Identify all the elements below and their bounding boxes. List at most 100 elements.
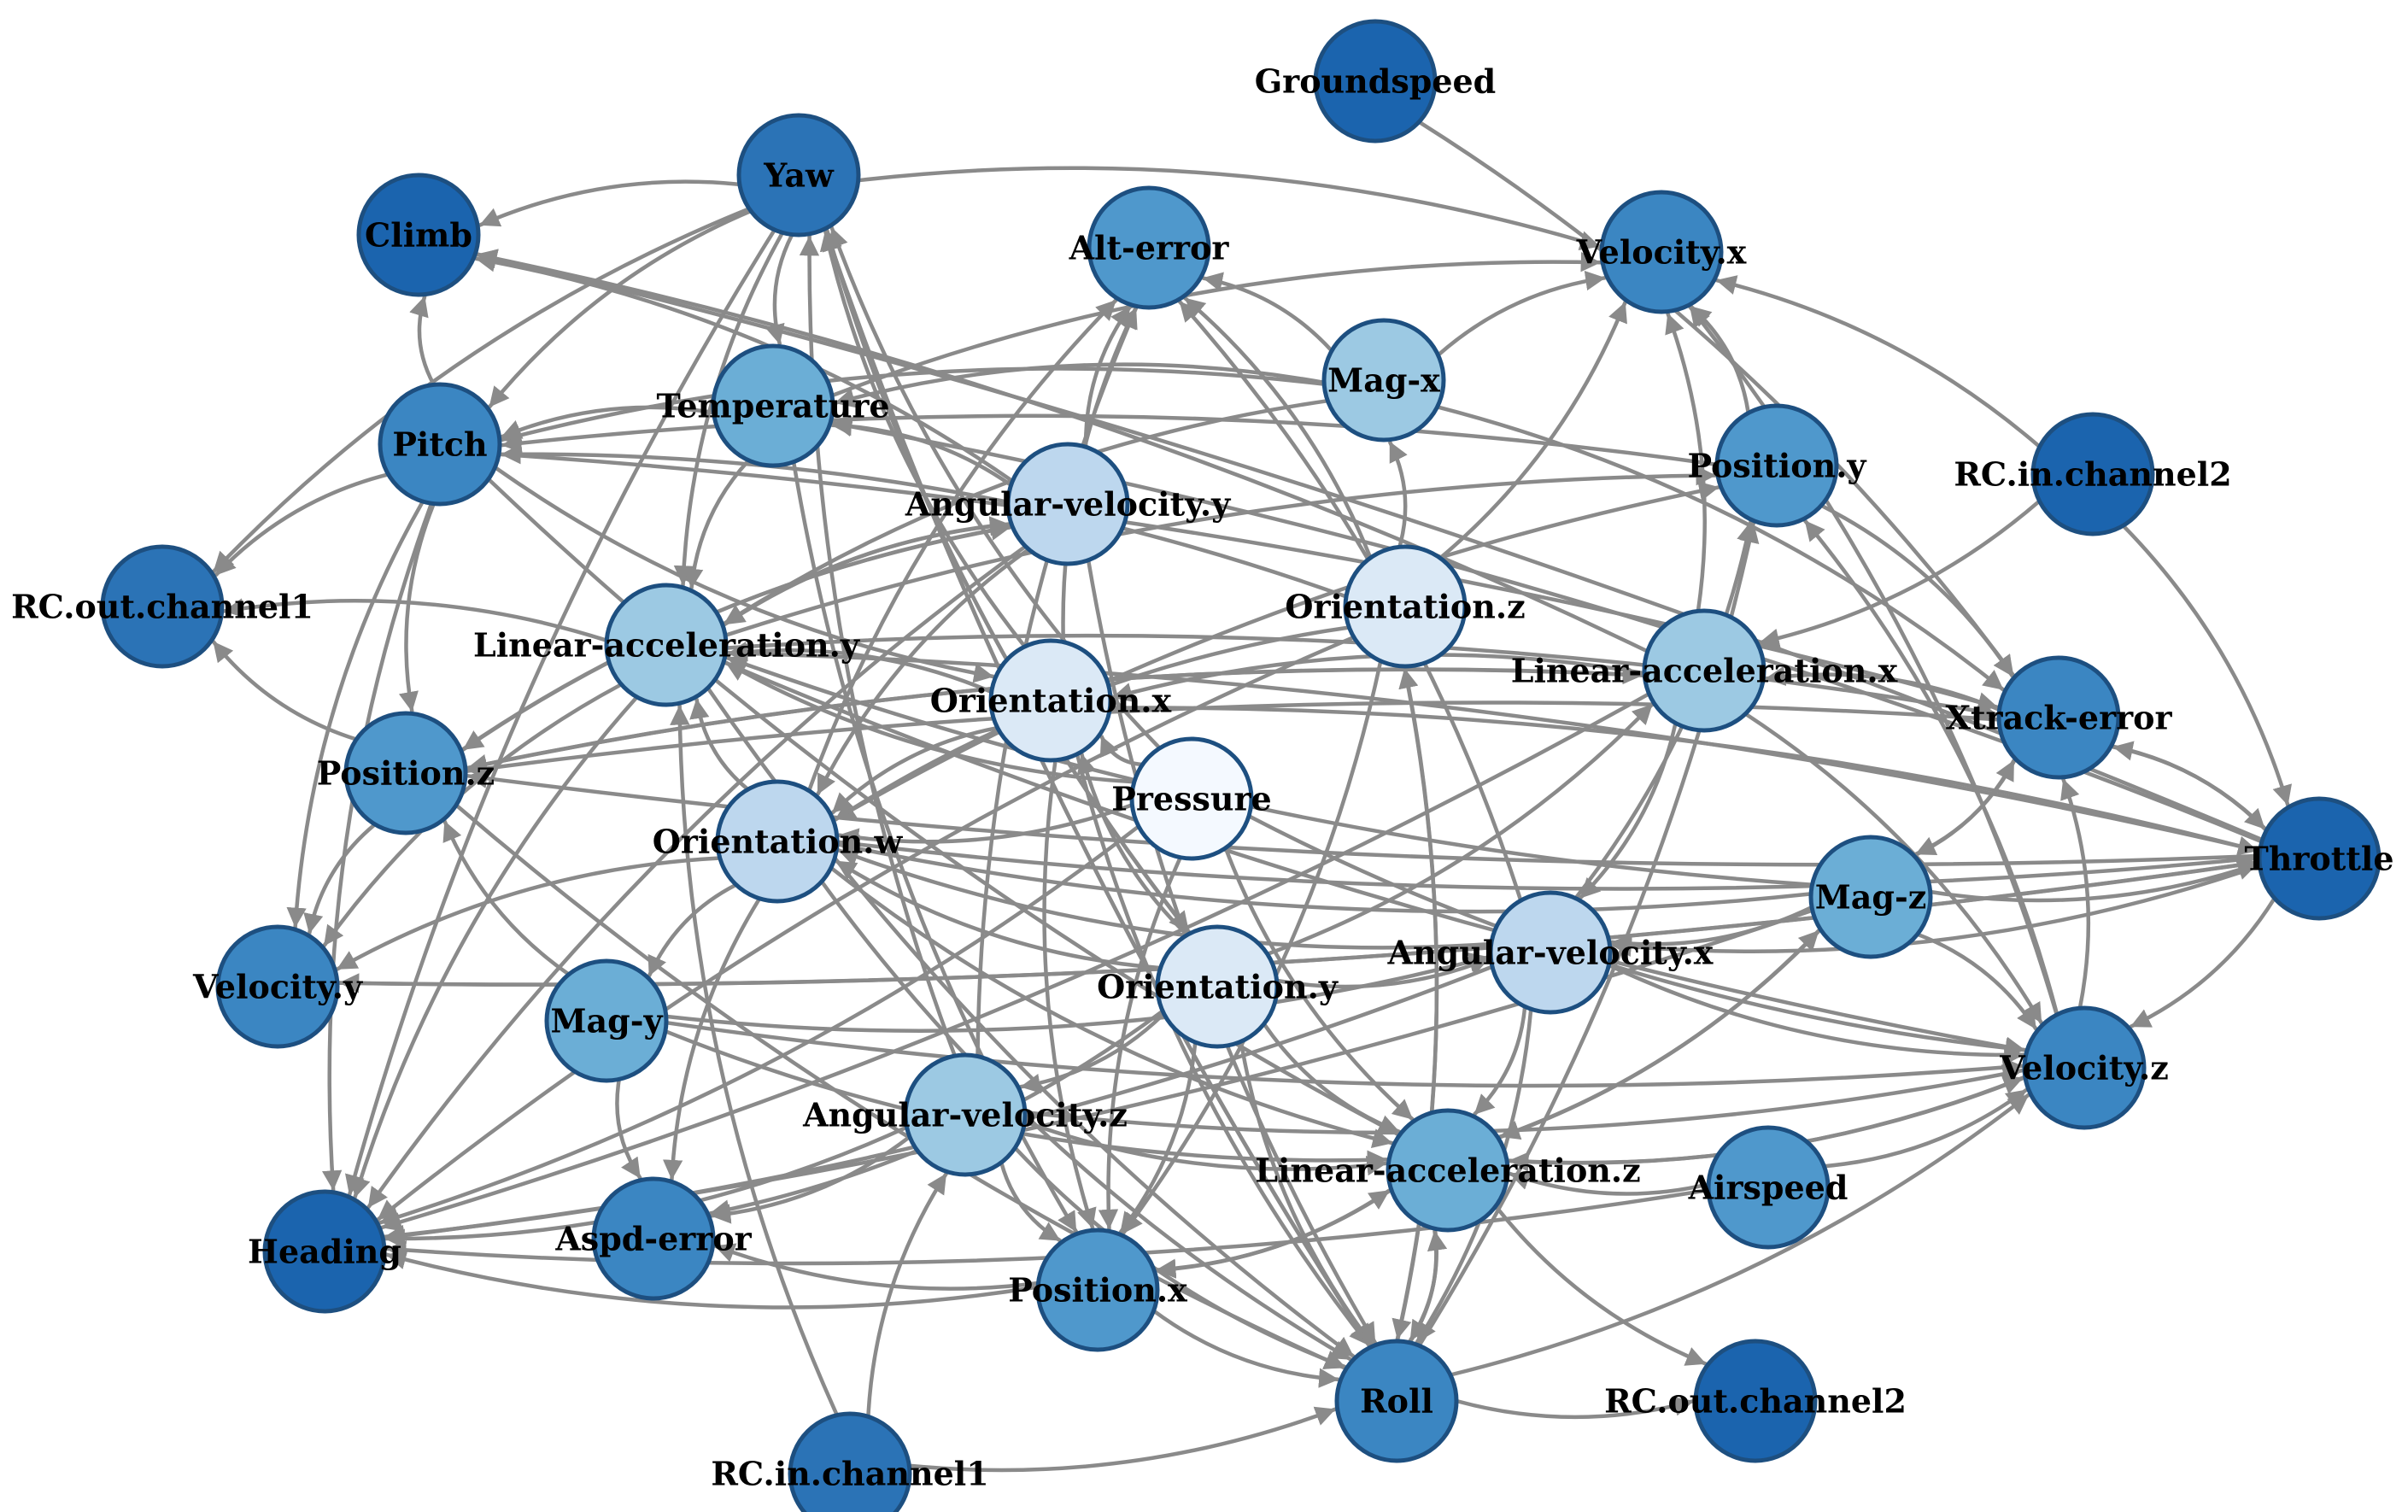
node-label-angular-velocity-x: Angular-velocity.x: [1387, 934, 1714, 972]
edge-pitch-to-climb: [409, 295, 436, 386]
node-circle-rc-out-channel1: [100, 544, 225, 669]
edge-linear-acceleration-y-to-heading: [351, 695, 639, 1198]
edge-rc-in-channel2-to-velocity-x: [1715, 275, 2042, 448]
node-position-x: Position.x: [1008, 1228, 1187, 1352]
node-label-groundspeed: Groundspeed: [1255, 62, 1497, 101]
node-label-orientation-z: Orientation.z: [1285, 588, 1525, 626]
edge-orientation-w-to-roll: [820, 880, 1352, 1362]
node-angular-velocity-y: Angular-velocity.y: [905, 442, 1231, 566]
node-pressure: Pressure: [1111, 736, 1272, 861]
edge-orientation-y-to-yaw: [823, 229, 1192, 935]
node-label-velocity-x: Velocity.x: [1576, 233, 1747, 272]
node-aspd-error: Aspd-error: [554, 1176, 753, 1301]
edge-temperature-to-pitch: [500, 405, 714, 439]
node-orientation-w: Orientation.w: [653, 779, 904, 904]
edge-angular-velocity-y-to-climb: [475, 252, 1014, 483]
edge-linear-acceleration-z-to-position-x: [1155, 1187, 1393, 1279]
edge-rc-in-channel1-to-roll: [909, 1406, 1337, 1473]
node-position-z: Position.z: [317, 711, 495, 835]
node-circle-velocity-z: [2022, 1005, 2147, 1130]
edge-orientation-z-to-pitch: [500, 443, 1347, 599]
node-circle-mag-z: [1808, 835, 1933, 959]
node-label-climb: Climb: [365, 216, 472, 255]
node-circle-position-z: [343, 711, 468, 835]
edge-orientation-w-to-linear-acceleration-y: [689, 698, 750, 791]
node-label-position-z: Position.z: [317, 754, 495, 793]
node-velocity-x: Velocity.x: [1576, 190, 1747, 314]
node-groundspeed: Groundspeed: [1255, 19, 1497, 144]
edge-pitch-to-rc-out-channel1: [214, 472, 390, 577]
edge-orientation-z-to-mag-x: [1387, 440, 1408, 548]
edge-mag-y-to-aspd-error: [615, 1079, 642, 1180]
edge-throttle-to-xtrack-error: [2112, 741, 2269, 832]
edge-mag-z-to-throttle: [1930, 860, 2259, 903]
node-label-rc-in-channel1: RC.in.channel1: [711, 1455, 988, 1493]
node-angular-velocity-x: Angular-velocity.x: [1387, 890, 1714, 1015]
node-circle-climb: [356, 173, 481, 297]
node-position-y: Position.y: [1688, 403, 1866, 528]
node-label-angular-velocity-z: Angular-velocity.z: [802, 1096, 1128, 1134]
node-circle-orientation-z: [1343, 544, 1468, 669]
edge-yaw-to-heading: [344, 228, 776, 1196]
edge-position-x-to-linear-acceleration-z: [1154, 1188, 1391, 1273]
node-circle-position-y: [1714, 403, 1839, 528]
node-heading: Heading: [248, 1189, 401, 1314]
edge-mag-x-to-velocity-x: [1437, 270, 1606, 357]
node-yaw: Yaw: [736, 113, 861, 237]
edge-rc-in-channel2-to-linear-acceleration-x: [1758, 499, 2041, 648]
node-label-velocity-z: Velocity.z: [1999, 1049, 2169, 1087]
edge-throttle-to-linear-acceleration-y: [727, 643, 2261, 853]
node-label-angular-velocity-y: Angular-velocity.y: [905, 485, 1231, 524]
node-velocity-y: Velocity.y: [192, 924, 363, 1049]
node-temperature: Temperature: [656, 343, 890, 468]
node-label-orientation-w: Orientation.w: [653, 823, 904, 861]
node-circle-orientation-w: [715, 779, 840, 904]
edge-position-z-to-velocity-y: [303, 823, 377, 935]
node-circle-velocity-x: [1599, 190, 1724, 314]
edge-mag-z-to-orientation-w: [838, 839, 1812, 914]
edge-pressure-to-orientation-w: [838, 803, 1134, 848]
node-circle-orientation-x: [988, 638, 1113, 763]
edge-orientation-w-to-linear-acceleration-z: [829, 866, 1393, 1148]
node-label-alt-error: Alt-error: [1069, 229, 1230, 267]
edge-pitch-to-position-z: [398, 502, 436, 712]
node-label-orientation-y: Orientation.y: [1097, 968, 1339, 1006]
edge-orientation-w-to-aspd-error: [662, 897, 762, 1181]
edge-throttle-to-orientation-w: [838, 834, 2260, 891]
node-mag-z: Mag-z: [1808, 835, 1933, 959]
edge-airspeed-to-linear-acceleration-z: [1509, 1170, 1709, 1196]
node-orientation-x: Orientation.x: [930, 638, 1172, 763]
node-circle-angular-velocity-x: [1488, 890, 1613, 1015]
node-linear-acceleration-y: Linear-acceleration.y: [473, 583, 860, 707]
node-rc-in-channel2: RC.in.channel2: [1954, 412, 2232, 536]
edge-linear-acceleration-y-to-velocity-z: [723, 659, 2026, 1057]
edge-roll-to-rc-out-channel2: [1456, 1396, 1695, 1420]
edge-velocity-z-to-velocity-x: [1688, 305, 2059, 1016]
node-circle-alt-error: [1087, 185, 1211, 310]
edge-angular-velocity-x-to-linear-acceleration-z: [1473, 1006, 1527, 1116]
edge-angular-velocity-y-to-linear-acceleration-y: [723, 521, 1012, 627]
edge-angular-velocity-z-to-position-x: [999, 1162, 1062, 1243]
node-circle-temperature: [711, 343, 835, 468]
edge-orientation-z-to-velocity-x: [1438, 301, 1627, 560]
edge-position-x-to-aspd-error: [713, 1243, 1039, 1291]
node-velocity-z: Velocity.z: [1999, 1005, 2169, 1130]
edge-pitch-to-heading: [321, 502, 434, 1191]
node-circle-pressure: [1129, 736, 1254, 861]
node-label-rc-out-channel2: RC.out.channel2: [1604, 1382, 1907, 1421]
edge-angular-velocity-x-to-orientation-w: [837, 847, 1491, 950]
edge-xtrack-error-to-linear-acceleration-x: [1765, 665, 2001, 712]
node-circle-linear-acceleration-z: [1386, 1108, 1510, 1233]
edge-roll-to-linear-acceleration-z: [1408, 1229, 1448, 1344]
node-label-roll: Roll: [1360, 1382, 1433, 1421]
edge-orientation-x-to-linear-acceleration-y: [727, 642, 993, 694]
node-mag-x: Mag-x: [1321, 318, 1446, 442]
edge-position-x-to-heading: [385, 1250, 1039, 1310]
edge-mag-x-to-alt-error: [1202, 272, 1333, 353]
node-label-rc-out-channel1: RC.out.channel1: [11, 588, 313, 626]
node-roll: Roll: [1334, 1339, 1459, 1463]
node-circle-mag-x: [1321, 318, 1446, 442]
node-label-linear-acceleration-x: Linear-acceleration.x: [1511, 652, 1898, 690]
node-label-xtrack-error: Xtrack-error: [1946, 699, 2173, 737]
node-label-aspd-error: Aspd-error: [554, 1220, 752, 1258]
